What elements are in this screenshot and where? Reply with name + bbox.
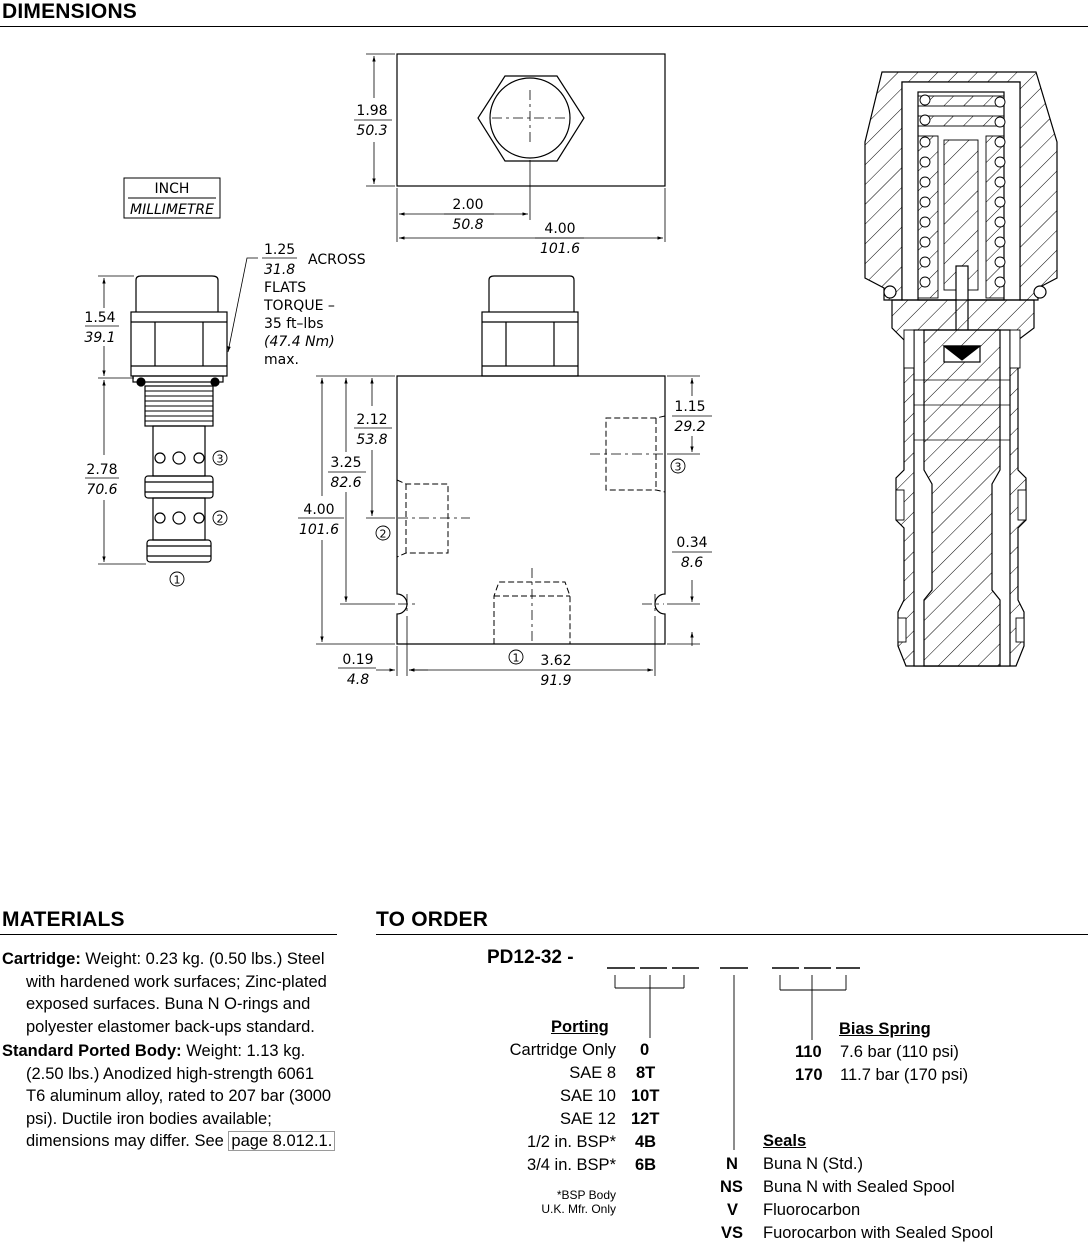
seal-code-2: V: [727, 1201, 739, 1219]
front-dim-2-inch: 3.25: [330, 455, 361, 471]
cartridge-section-view: [864, 71, 1058, 667]
spring-code-1: 170: [795, 1066, 823, 1084]
front-dim-7-mm: 91.9: [540, 673, 571, 689]
porting-label-5: 3/4 in. BSP*: [527, 1156, 616, 1174]
materials-text: Cartridge: Weight: 0.23 kg. (0.50 lbs.) …: [2, 948, 337, 1155]
seal-code-3: VS: [721, 1224, 744, 1242]
seal-label-0: Buna N (Std.): [763, 1155, 863, 1173]
front-dim-7-inch: 3.62: [540, 653, 571, 669]
torque-ftlbs: 35 ft–lbs: [264, 316, 324, 332]
dimensions-rule: [0, 26, 1088, 27]
top-dim-1-inch: 1.98: [356, 103, 387, 119]
materials-title: MATERIALS: [2, 908, 125, 931]
legend-inch: INCH: [155, 181, 190, 197]
front-dim-3-inch: 4.00: [303, 502, 334, 518]
porting-label-4: 1/2 in. BSP*: [527, 1133, 616, 1151]
top-dim-1-mm: 50.3: [356, 123, 387, 139]
materials-cartridge: Cartridge: Weight: 0.23 kg. (0.50 lbs.) …: [2, 950, 327, 1036]
body-port-2: 2: [380, 528, 387, 541]
torque-label: TORQUE –: [263, 298, 335, 314]
porting-title: Porting: [551, 1018, 609, 1036]
materials-rule: [0, 934, 337, 935]
torque-nm: (47.4 Nm): [264, 334, 335, 350]
cart-dim-2-inch: 2.78: [86, 462, 117, 478]
seals-title: Seals: [763, 1132, 807, 1150]
porting-label-0: Cartridge Only: [509, 1041, 616, 1059]
porting-code-2: 10T: [631, 1087, 660, 1105]
seal-code-0: N: [726, 1155, 738, 1173]
cart-dim-2-mm: 70.6: [86, 482, 117, 498]
porting-code-1: 8T: [636, 1064, 656, 1082]
materials-body: Standard Ported Body: Weight: 1.13 kg. (…: [2, 1040, 337, 1153]
front-dim-4-mm: 29.2: [674, 419, 705, 435]
seal-label-2: Fluorocarbon: [763, 1201, 861, 1219]
spring-code-0: 110: [795, 1043, 822, 1061]
seal-label-3: Fuorocarbon with Sealed Spool: [763, 1224, 994, 1242]
torque-max: max.: [264, 352, 299, 368]
porting-label-1: SAE 8: [569, 1064, 616, 1082]
front-dim-1-mm: 53.8: [356, 432, 387, 448]
to-order-rule: [376, 934, 1088, 935]
to-order-title: TO ORDER: [376, 908, 489, 931]
flats-note: 1.25 31.8 ACROSS FLATS TORQUE – 35 ft–lb…: [262, 242, 366, 368]
dimensions-drawing: INCH MILLIMETRE: [84, 53, 1058, 689]
porting-code-3: 12T: [631, 1110, 660, 1128]
front-dim-1-inch: 2.12: [356, 412, 387, 428]
spring-label-1: 11.7 bar (170 psi): [840, 1066, 969, 1084]
flats-across: ACROSS: [308, 252, 366, 268]
porting-label-2: SAE 10: [560, 1087, 616, 1105]
front-dim-4-inch: 1.15: [674, 399, 705, 415]
front-dim-5-mm: 8.6: [681, 555, 703, 571]
porting-code-5: 6B: [635, 1156, 657, 1174]
body-front-view: [396, 275, 666, 645]
porting-code-4: 4B: [635, 1133, 657, 1151]
seal-code-1: NS: [720, 1178, 743, 1196]
front-dim-3-mm: 101.6: [299, 522, 339, 538]
legend-mm: MILLIMETRE: [130, 202, 214, 218]
flats-mm: 31.8: [264, 262, 295, 278]
cart-port-1: 1: [174, 574, 181, 587]
body-port-3: 3: [675, 461, 682, 474]
top-dim-3-inch: 4.00: [544, 221, 575, 237]
front-dim-6-mm: 4.8: [347, 672, 369, 688]
porting-code-0: 0: [640, 1041, 650, 1059]
top-dim-2-inch: 2.00: [452, 197, 483, 213]
cart-port-2: 2: [217, 513, 224, 526]
front-dim-5-inch: 0.34: [676, 535, 707, 551]
cart-dim-1-mm: 39.1: [84, 330, 115, 346]
dimensions-title: DIMENSIONS: [2, 0, 138, 23]
units-legend: INCH MILLIMETRE: [123, 177, 221, 219]
body-port-1: 1: [513, 652, 520, 665]
top-dim-2-mm: 50.8: [452, 217, 483, 233]
seal-label-1: Buna N with Sealed Spool: [763, 1178, 955, 1196]
porting-label-3: SAE 12: [560, 1110, 616, 1128]
page-link[interactable]: page 8.012.1.: [228, 1131, 336, 1151]
flats-inch: 1.25: [264, 242, 295, 258]
front-dim-2-mm: 82.6: [330, 475, 361, 491]
front-dim-6-inch: 0.19: [342, 652, 373, 668]
cartridge-side-view: [130, 275, 228, 563]
flats-label: FLATS: [264, 280, 306, 296]
bias-spring-title: Bias Spring: [839, 1020, 931, 1038]
spring-label-0: 7.6 bar (110 psi): [840, 1043, 959, 1061]
cart-port-3: 3: [217, 453, 224, 466]
cart-dim-1-inch: 1.54: [84, 310, 115, 326]
order-model: PD12-32 -: [487, 947, 574, 968]
top-dim-3-mm: 101.6: [540, 241, 580, 257]
body-top-view: [396, 53, 666, 187]
